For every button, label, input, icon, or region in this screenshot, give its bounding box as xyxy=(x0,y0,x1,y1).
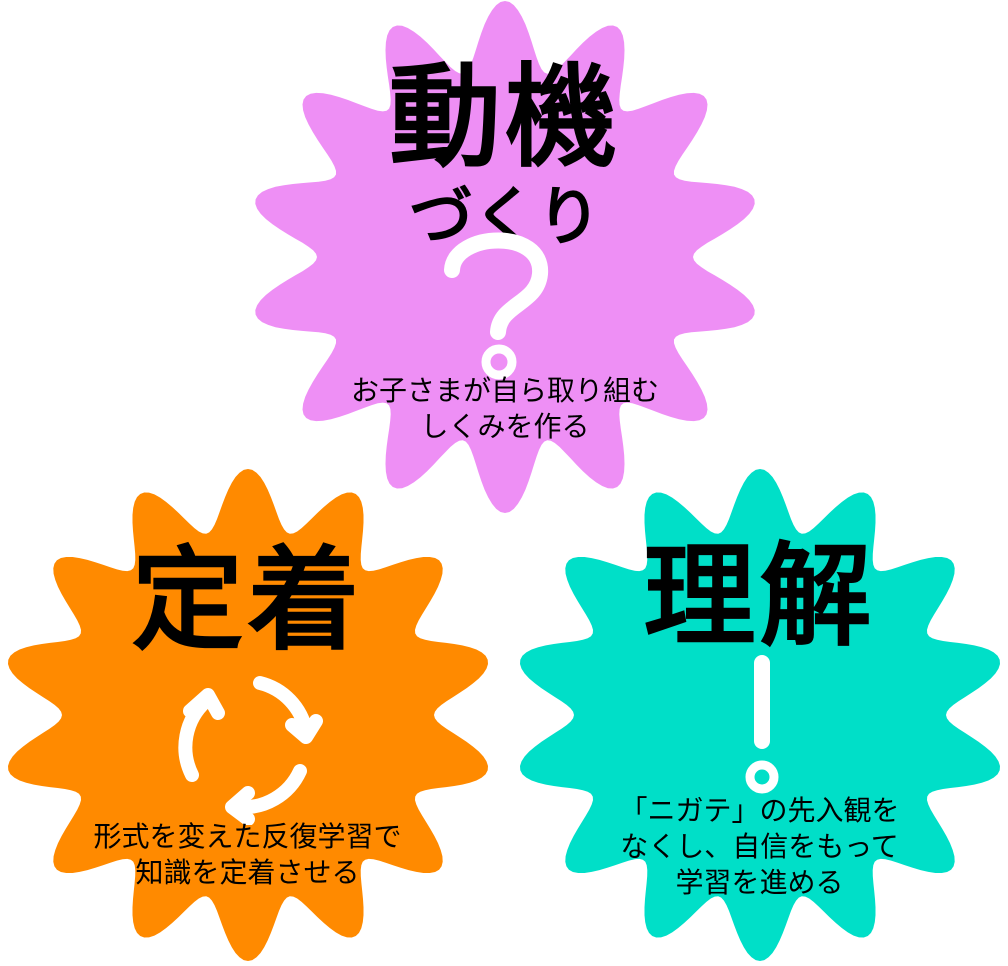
description-line: しくみを作る xyxy=(420,410,590,443)
badge-title: 動機 xyxy=(389,53,621,183)
description-line: 学習を進める xyxy=(675,866,844,899)
description-line: 形式を変えた反復学習で xyxy=(93,820,402,853)
exclamation-mark-icon xyxy=(745,655,779,794)
description-line: お子さまが自ら取り組む xyxy=(350,374,659,407)
badge-retention: 定着 形式を変えた反復学習で 知識を定着させる xyxy=(0,465,495,965)
badge-description: お子さまが自ら取り組む しくみを作る xyxy=(250,373,760,445)
badge-title: 定着 xyxy=(131,536,364,666)
badge-title: 理解 xyxy=(643,532,876,662)
description-line: なくし、自信をもって xyxy=(620,830,899,863)
description-line: 知識を定着させる xyxy=(135,856,360,889)
badge-description: 「ニガテ」の先入観を なくし、自信をもって 学習を進める xyxy=(512,793,1007,901)
badge-motivation: 動機 づくり お子さまが自ら取り組む しくみを作る xyxy=(250,0,760,515)
question-mark-icon xyxy=(444,232,548,380)
scalloped-badge-shape xyxy=(8,469,488,961)
cycle-arrows-icon xyxy=(178,676,323,825)
description-line: 「ニガテ」の先入観を xyxy=(619,794,900,827)
badge-understanding: 理解 「ニガテ」の先入観を なくし、自信をもって 学習を進める xyxy=(512,465,1007,965)
badge-description: 形式を変えた反復学習で 知識を定着させる xyxy=(0,819,495,891)
scalloped-badge-shape xyxy=(255,1,755,513)
